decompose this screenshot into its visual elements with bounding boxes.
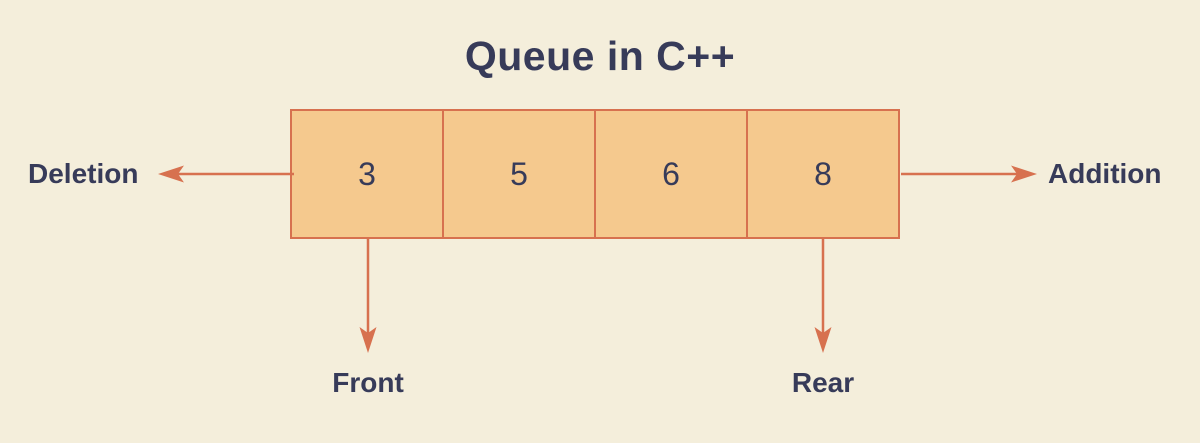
- queue-cell-value: 5: [510, 155, 528, 192]
- queue-cell-rear: 8: [748, 109, 900, 239]
- rear-label: Rear: [791, 367, 855, 398]
- deletion-arrow-icon: [158, 165, 294, 183]
- addition-label: Addition: [1048, 158, 1162, 189]
- queue-cell: 5: [444, 109, 596, 239]
- queue-cell: 6: [596, 109, 748, 239]
- front-arrow-icon: [359, 239, 377, 353]
- rear-arrow-icon: [814, 239, 832, 353]
- deletion-label: Deletion: [28, 158, 139, 189]
- front-label: Front: [332, 367, 404, 398]
- diagram-title: Queue in C++: [464, 33, 736, 79]
- queue-cell-front: 3: [290, 109, 444, 239]
- queue-cell-value: 8: [814, 155, 832, 192]
- queue-box-row: 3 5 6 8: [290, 109, 900, 239]
- addition-arrow-icon: [901, 165, 1037, 183]
- queue-cell-value: 6: [662, 155, 680, 192]
- queue-cell-value: 3: [358, 155, 376, 192]
